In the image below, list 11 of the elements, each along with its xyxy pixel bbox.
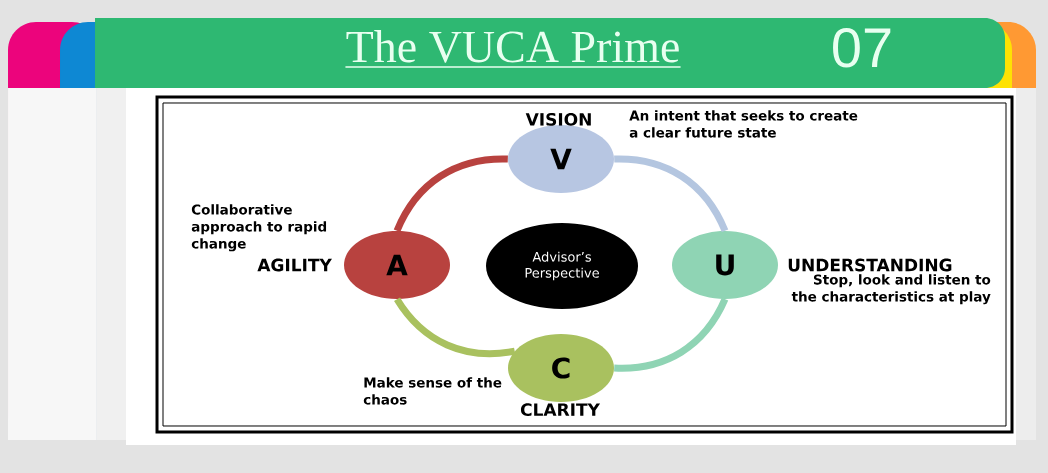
title: The VUCA Prime bbox=[346, 30, 679, 63]
heading: AGILITY bbox=[257, 258, 332, 272]
description: Stop, look and listen to the characteristics at play bbox=[791, 274, 991, 305]
heading: VISION bbox=[525, 112, 591, 126]
description: Make sense of the chaos bbox=[363, 377, 502, 405]
description: An intent that seeks to create a clear future state bbox=[629, 110, 858, 138]
heading: UNDERSTANDING bbox=[788, 258, 952, 272]
slide-number: 07 bbox=[833, 27, 891, 68]
heading: CLARITY bbox=[520, 403, 601, 417]
description: Collaborative approach to rapid change bbox=[191, 204, 327, 252]
ring-arc bbox=[394, 297, 516, 358]
